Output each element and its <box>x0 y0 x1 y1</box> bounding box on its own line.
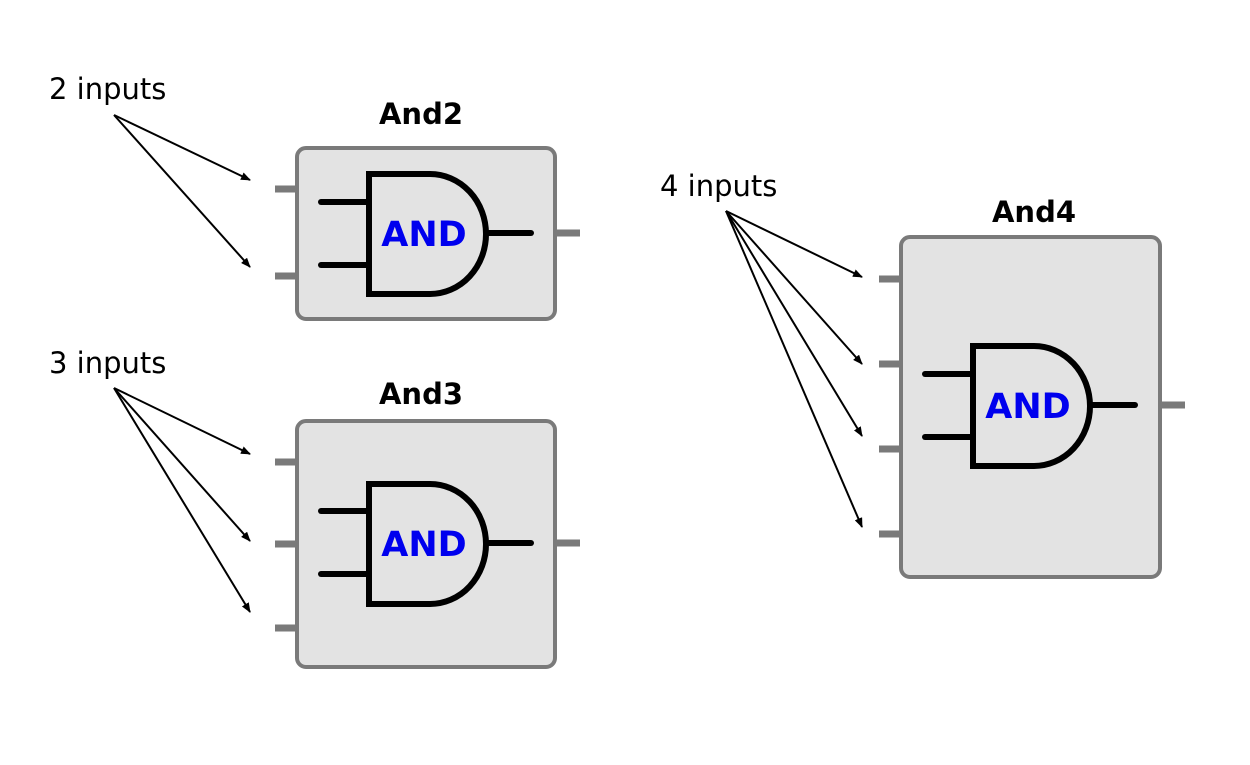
and4-arrow-4 <box>725 210 863 528</box>
and2-title: And2 <box>379 97 463 131</box>
and4-block: 4 inputs And4 AND <box>660 169 1185 579</box>
and2-arrow-1 <box>113 114 251 181</box>
and2-annotation: 2 inputs <box>49 72 166 106</box>
and3-title: And3 <box>379 377 463 411</box>
and4-arrow-3 <box>725 210 863 437</box>
and3-arrow-3 <box>113 387 251 613</box>
and2-arrow-2 <box>113 114 251 268</box>
and4-title: And4 <box>992 195 1076 229</box>
and3-arrow-2 <box>113 387 251 542</box>
and4-gate-symbol: AND <box>922 343 1138 469</box>
and4-gate-label: AND <box>985 387 1070 427</box>
and3-gate-label: AND <box>381 525 466 565</box>
and2-gate-label: AND <box>381 215 466 255</box>
and4-arrow-1 <box>725 210 863 278</box>
and3-gate-symbol: AND <box>318 481 534 607</box>
and3-gate-body <box>366 481 489 607</box>
and3-annotation: 3 inputs <box>49 346 166 380</box>
and2-gate-body <box>366 171 489 297</box>
and4-gate-body <box>970 343 1093 469</box>
and3-block: 3 inputs And3 AND <box>49 346 580 669</box>
and3-arrow-1 <box>113 387 251 455</box>
and4-arrow-2 <box>725 210 863 365</box>
and2-block: 2 inputs And2 AND <box>49 72 580 321</box>
and2-gate-symbol: AND <box>318 171 534 297</box>
and4-annotation: 4 inputs <box>660 169 777 203</box>
